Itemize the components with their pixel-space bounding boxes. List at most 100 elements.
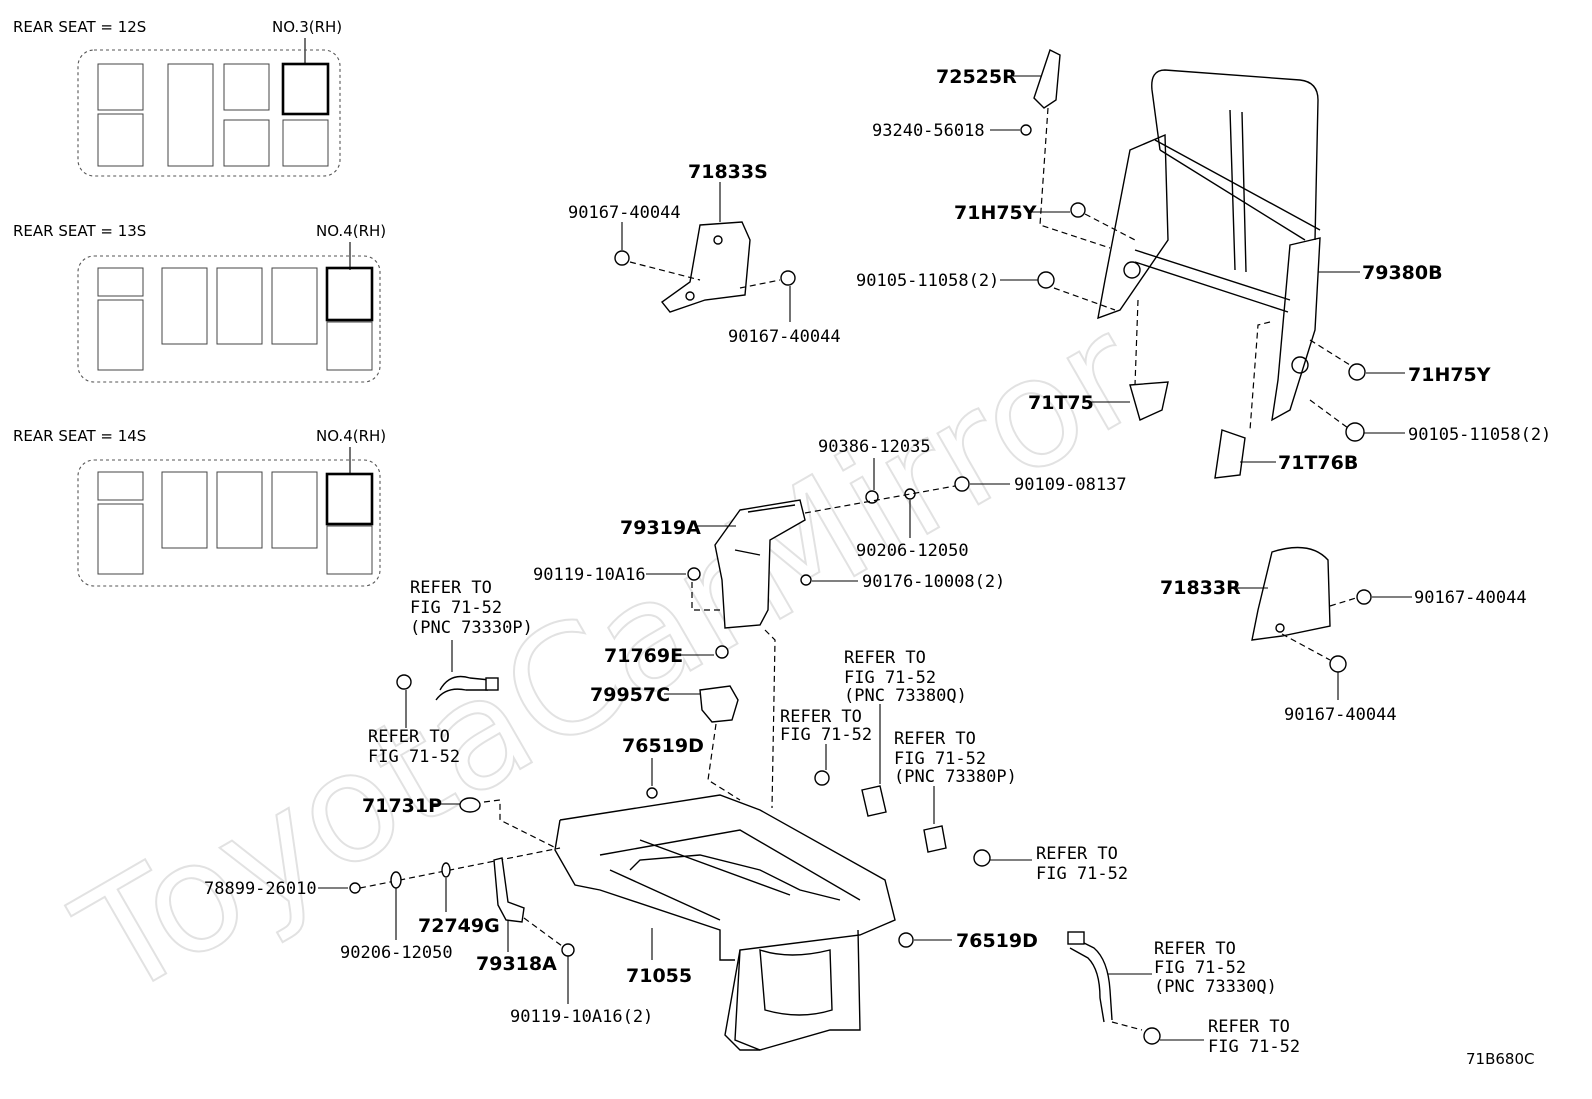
nut-icon: [800, 574, 812, 586]
reference-line: REFER TO: [1036, 844, 1118, 864]
part-label-71833S[interactable]: 71833S: [688, 161, 768, 183]
bolt-icon: [349, 882, 361, 894]
seat-key-caption: REAR SEAT = 12S: [13, 18, 146, 36]
part-label-71T76B[interactable]: 71T76B: [1278, 452, 1358, 474]
seat-key-cell: [223, 119, 270, 167]
bolt-icon: [954, 476, 970, 492]
part-label-71833R[interactable]: 71833R: [1160, 577, 1241, 599]
part-label-90386-12035[interactable]: 90386-12035: [818, 437, 931, 457]
cap-icon: [898, 932, 914, 948]
part-label-76519D[interactable]: 76519D: [622, 735, 704, 757]
part-label-71H75Y[interactable]: 71H75Y: [954, 202, 1037, 224]
reference-line: FIG 71-52: [410, 598, 502, 618]
bolt-icon: [1037, 271, 1055, 289]
seat-belt-buckle-icon: [861, 785, 887, 817]
part-label-90206-12050[interactable]: 90206-12050: [856, 541, 969, 561]
part-label-90119-10A16[interactable]: 90119-10A16(2): [510, 1007, 653, 1027]
part-label-71055[interactable]: 71055: [626, 965, 692, 987]
part-label-90119-10A16[interactable]: 90119-10A16: [533, 565, 646, 585]
bolt-icon: [780, 270, 796, 286]
seat-belt-buckle-icon: [923, 825, 947, 853]
reference-73330P[interactable]: REFER TO FIG 71-52 (PNC 73330P): [410, 578, 533, 638]
seat-key-cell: [97, 63, 144, 111]
hinge-cover-71T75: [1129, 381, 1169, 421]
part-label-71731P[interactable]: 71731P: [362, 795, 442, 817]
reference-73330Q[interactable]: REFER TO FIG 71-52 (PNC 73330Q): [1154, 939, 1277, 997]
part-label-79380B[interactable]: 79380B: [1362, 262, 1443, 284]
part-label-90167-40044[interactable]: 90167-40044: [1414, 588, 1527, 608]
seat-key-cell: [97, 471, 144, 501]
part-label-79957C[interactable]: 79957C: [590, 684, 670, 706]
reference-bottom-bolt[interactable]: REFER TO FIG 71-52: [1208, 1017, 1300, 1057]
screw-icon: [1020, 124, 1032, 136]
part-label-90167-40044[interactable]: 90167-40044: [1284, 705, 1397, 725]
seat-key-position: NO.3(RH): [272, 18, 342, 36]
part-label-79319A[interactable]: 79319A: [620, 517, 701, 539]
reference-line: (PNC 73380Q): [844, 686, 967, 706]
part-label-71H75Y[interactable]: 71H75Y: [1408, 364, 1491, 386]
reference-line: FIG 71-52: [780, 725, 872, 745]
bolt-icon: [687, 567, 701, 581]
reference-line: (PNC 73380P): [894, 767, 1017, 787]
seat-belt-strap-icon: [1067, 931, 1113, 1023]
reference-mid-bolt[interactable]: REFER TO FIG 71-52: [780, 707, 872, 745]
hinge-cover-71833S: [660, 221, 751, 313]
reference-line: (PNC 73330Q): [1154, 977, 1277, 997]
seat-key-cell: [326, 525, 373, 575]
part-label-90105-11058[interactable]: 90105-11058(2): [856, 271, 999, 291]
part-label-78899-26010[interactable]: 78899-26010: [204, 879, 317, 899]
assembly-line: [1053, 287, 1116, 311]
part-label-90167-40044[interactable]: 90167-40044: [568, 203, 681, 223]
seat-key-cell: [161, 267, 208, 345]
part-label-90109-08137[interactable]: 90109-08137: [1014, 475, 1127, 495]
part-label-76519D[interactable]: 76519D: [956, 930, 1038, 952]
clip-icon: [1070, 202, 1086, 218]
part-label-90206-12050[interactable]: 90206-12050: [340, 943, 453, 963]
assembly-line: [1111, 1021, 1143, 1031]
reference-line: FIG 71-52: [1208, 1037, 1300, 1057]
reference-line: REFER TO: [368, 727, 450, 747]
hinge-cover-71833R: [1251, 546, 1331, 641]
seat-key-caption: REAR SEAT = 14S: [13, 427, 146, 445]
bolt-icon: [973, 849, 991, 867]
assembly-line: [523, 917, 563, 947]
part-label-90167-40044[interactable]: 90167-40044: [728, 327, 841, 347]
assembly-line: [707, 723, 741, 801]
reference-73380P[interactable]: REFER TO FIG 71-52 (PNC 73380P): [894, 729, 1017, 787]
part-label-72525R[interactable]: 72525R: [936, 66, 1017, 88]
part-label-71769E[interactable]: 71769E: [604, 645, 683, 667]
reference-line: FIG 71-52: [894, 749, 986, 769]
hinge-bracket-79319A: [714, 499, 806, 629]
part-label-79318A[interactable]: 79318A: [476, 953, 557, 975]
part-label-71T75[interactable]: 71T75: [1028, 392, 1094, 414]
seat-key-cell: [326, 321, 373, 371]
bolt-icon: [1143, 1027, 1161, 1045]
bolt-icon: [396, 674, 412, 690]
seat-belt-strap-icon: [435, 675, 499, 701]
reference-right-bolt[interactable]: REFER TO FIG 71-52: [1036, 844, 1128, 884]
reference-line: REFER TO: [894, 729, 976, 749]
assembly-line: [1309, 399, 1349, 429]
part-label-90105-11058[interactable]: 90105-11058(2): [1408, 425, 1551, 445]
part-label-72749G[interactable]: 72749G: [418, 915, 500, 937]
bracket-79318A: [493, 857, 525, 923]
seat-key-cell: [271, 471, 318, 549]
reference-line: (PNC 73330P): [410, 618, 533, 638]
part-label-90176-10008[interactable]: 90176-10008(2): [862, 572, 1005, 592]
assembly-line: [804, 485, 956, 514]
assembly-line: [739, 279, 781, 289]
seat-key-position: NO.4(RH): [316, 222, 386, 240]
seat-key-14s: REAR SEAT = 14S NO.4(RH): [13, 427, 386, 587]
diagram-code: 71B680C: [1466, 1050, 1534, 1068]
hinge-cover-71T76B: [1214, 429, 1246, 479]
reference-left-bolt[interactable]: REFER TO FIG 71-52: [368, 727, 460, 767]
bolt-icon: [1345, 422, 1365, 442]
recliner-cover-72525R: [1033, 49, 1061, 109]
seat-key-cell: [271, 267, 318, 345]
assembly-line: [764, 629, 776, 809]
bolt-icon: [1356, 589, 1372, 605]
part-label-93240-56018[interactable]: 93240-56018: [872, 121, 985, 141]
seat-key-cell: [97, 267, 144, 297]
bolt-icon: [1329, 655, 1347, 673]
reference-73380Q[interactable]: REFER TO FIG 71-52 (PNC 73380Q): [844, 648, 967, 706]
